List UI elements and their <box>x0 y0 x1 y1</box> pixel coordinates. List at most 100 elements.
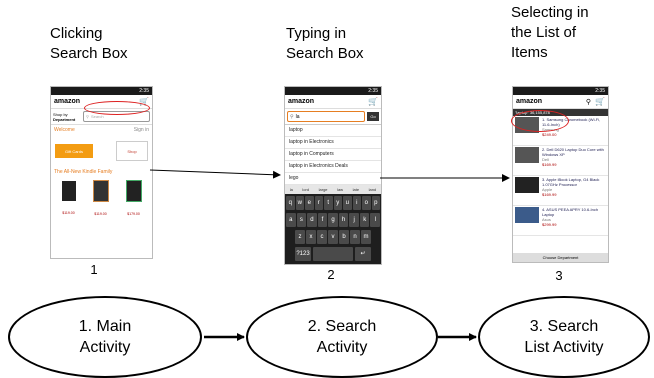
key-q[interactable]: q <box>286 196 295 210</box>
search-row: ⚲ la Go <box>285 109 381 125</box>
result-price: $169.99 <box>542 162 557 167</box>
key-u[interactable]: u <box>343 196 352 210</box>
suggestion-item[interactable]: lego <box>285 173 381 185</box>
key-l[interactable]: l <box>370 213 381 227</box>
autocomplete-word[interactable]: late <box>352 187 360 192</box>
key-x[interactable]: x <box>306 230 316 244</box>
status-time: 2:35 <box>368 88 378 94</box>
amazon-logo: amazon <box>288 98 315 105</box>
key-p[interactable]: p <box>371 196 380 210</box>
caption-clicking-search-box: Clicking Search Box <box>50 24 128 64</box>
key-o[interactable]: o <box>362 196 371 210</box>
caption-line: Items <box>511 44 548 61</box>
key-h[interactable]: h <box>338 213 349 227</box>
app-header: amazon 🛒 <box>285 95 381 109</box>
suggestion-list: laptop laptop in Electronics laptop in C… <box>285 125 381 185</box>
key-n[interactable]: n <box>350 230 360 244</box>
key-j[interactable]: j <box>349 213 359 227</box>
key-w[interactable]: w <box>295 196 304 210</box>
amazon-logo: amazon <box>54 98 81 105</box>
caption-line: Search Box <box>50 45 128 62</box>
key-symbols[interactable]: ?123 <box>295 247 311 261</box>
key-f[interactable]: f <box>317 213 328 227</box>
key-m[interactable]: m <box>361 230 371 244</box>
cart-icon[interactable]: 🛒 <box>368 97 378 106</box>
node-label-line: 1. Main <box>78 318 132 335</box>
key-v[interactable]: v <box>328 230 338 244</box>
caption-selecting-list: Selecting in the List of Items <box>511 3 589 63</box>
search-icon: ⚲ <box>86 114 89 119</box>
result-brand: Dell <box>542 157 549 162</box>
key-c[interactable]: c <box>317 230 327 244</box>
key-e[interactable]: e <box>305 196 314 210</box>
key-t[interactable]: t <box>324 196 333 210</box>
result-title: 2. Dell D620 Laptop Duo Core with Window… <box>542 147 604 157</box>
key-k[interactable]: k <box>359 213 370 227</box>
result-item[interactable]: 4. ASUS PEEA APRY 10.6-Inch Laptop Asus … <box>513 206 608 236</box>
result-item[interactable]: 3. Apple iBook Laptop, G4 Black 1.07GHz … <box>513 176 608 206</box>
gift-cards-banner[interactable]: Gift Cards <box>55 144 93 158</box>
autocomplete-word[interactable]: lord <box>302 187 310 192</box>
kindle-family-heading: The All-New Kindle Family <box>54 169 113 175</box>
suggestion-item[interactable]: laptop in Electronics <box>285 137 381 149</box>
autocomplete-word[interactable]: land <box>368 187 377 192</box>
key-space[interactable] <box>313 247 353 261</box>
key-y[interactable]: y <box>333 196 342 210</box>
shop-banner[interactable]: Shop <box>116 141 148 161</box>
caption-line: the List of <box>511 24 577 41</box>
suggestion-item[interactable]: laptop <box>285 125 381 137</box>
result-price: $169.99 <box>542 192 557 197</box>
autocomplete-word[interactable]: law <box>337 187 344 192</box>
product-price: $119.00 <box>94 212 107 216</box>
kindle-image <box>61 181 76 201</box>
result-price: $299.99 <box>542 222 557 227</box>
suggestion-item[interactable]: laptop in Computers <box>285 149 381 161</box>
suggestion-item[interactable]: laptop in Electronics Deals <box>285 161 381 173</box>
gift-cards-label: Gift Cards <box>64 148 83 154</box>
step-number: 1 <box>90 262 98 277</box>
key-b[interactable]: b <box>339 230 349 244</box>
laptop-image <box>515 177 539 193</box>
result-text: 2. Dell D620 Laptop Duo Core with Window… <box>542 147 606 174</box>
key-d[interactable]: d <box>307 213 317 227</box>
kindle-image <box>125 180 142 202</box>
keyboard-row: ?123 ↵ <box>286 247 380 261</box>
key-a[interactable]: a <box>285 213 296 227</box>
key-s[interactable]: s <box>296 213 307 227</box>
cart-icon[interactable]: 🛒 <box>139 97 149 106</box>
shop-label: Shop <box>127 148 137 154</box>
status-time: 2:35 <box>595 88 605 94</box>
key-g[interactable]: g <box>328 213 338 227</box>
key-r[interactable]: r <box>314 196 323 210</box>
search-list-activity-node: 3. Search List Activity <box>478 296 650 378</box>
welcome-row: Welcome Sign in <box>51 125 152 135</box>
go-button[interactable]: Go <box>367 112 379 121</box>
product-card[interactable]: $179.00 <box>125 180 142 216</box>
autocomplete-word[interactable]: large <box>318 187 328 192</box>
choose-department-button[interactable]: Choose Department <box>513 253 608 262</box>
status-bar: 2:35 <box>513 87 608 95</box>
key-enter[interactable]: ↵ <box>355 247 371 261</box>
node-label: 1. Main Activity <box>79 316 131 358</box>
product-card[interactable]: $119.00 <box>92 180 109 216</box>
node-label: 3. Search List Activity <box>524 316 603 358</box>
node-label-line: 2. Search <box>307 318 377 335</box>
amazon-logo: amazon <box>516 98 543 105</box>
autocomplete-word[interactable]: la <box>289 187 293 192</box>
result-brand: Apple <box>542 187 553 192</box>
caption-typing-search-box: Typing in Search Box <box>286 24 364 64</box>
product-price: $179.00 <box>127 212 140 216</box>
sign-in-link[interactable]: Sign in <box>133 127 149 133</box>
shop-by-department[interactable]: Shop by Department <box>53 112 83 122</box>
product-card[interactable]: $119.00 <box>61 181 76 215</box>
key-z[interactable]: z <box>295 230 305 244</box>
key-i[interactable]: i <box>352 196 361 210</box>
search-input[interactable]: ⚲ la <box>287 111 365 122</box>
result-item[interactable]: 2. Dell D620 Laptop Duo Core with Window… <box>513 146 608 176</box>
search-icon[interactable]: ⚲ <box>585 98 592 106</box>
node-label-line: Activity <box>316 339 368 356</box>
cart-icon[interactable]: 🛒 <box>595 97 605 106</box>
